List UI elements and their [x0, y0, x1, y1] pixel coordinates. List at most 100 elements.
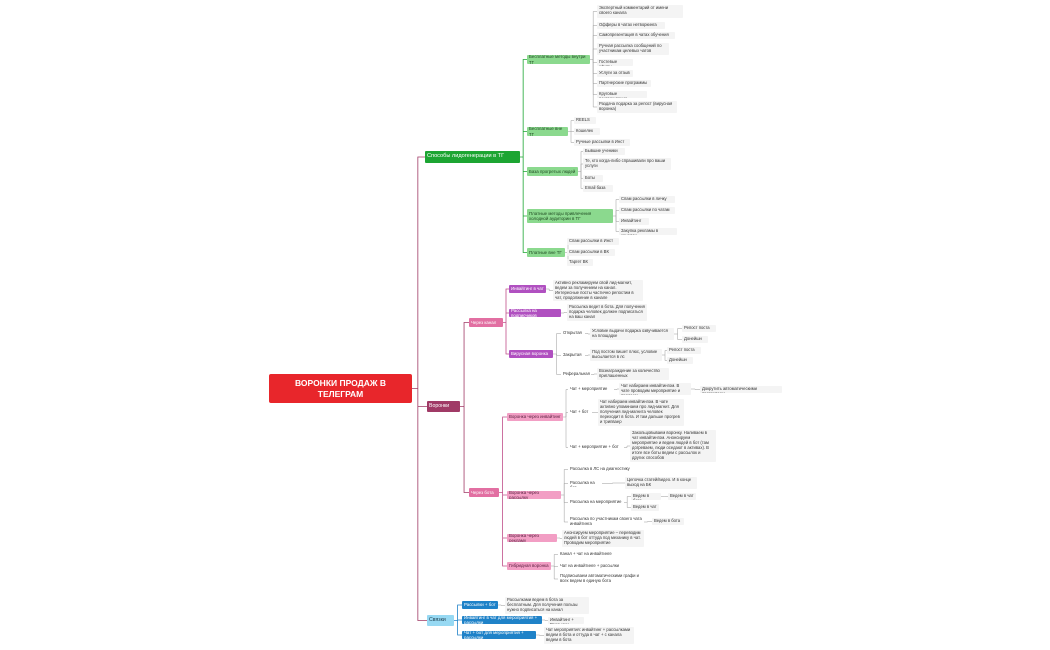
- viral-closed-item-0[interactable]: Репост поста: [667, 347, 701, 354]
- connector-funnels-via-channel: [503, 288, 509, 355]
- ways-warm-base[interactable]: База прогретых людей: [527, 167, 578, 176]
- viral-open[interactable]: Открытая: [563, 330, 582, 335]
- viral-open-item-0[interactable]: Репост поста: [682, 325, 716, 332]
- leaf-paid-inside-2[interactable]: Инвайтинг: [619, 218, 649, 225]
- connector-branch-links: [454, 604, 462, 636]
- leaf-free-inside-5[interactable]: Услуги за отзыв: [597, 70, 633, 77]
- leaf-free-outside-1[interactable]: Кошелек: [574, 128, 600, 135]
- viral-open-item-1[interactable]: Донейшн: [682, 336, 708, 343]
- connector-ways-warm-base: [578, 151, 583, 189]
- connector-branch-ways: [520, 59, 527, 253]
- connector-channel-invite: [546, 288, 553, 291]
- hybrid-item-0[interactable]: Канал + чат на инвайтинге: [560, 551, 612, 556]
- connector-mailing-item-1: [602, 482, 625, 484]
- mailing-item-1[interactable]: Рассылка на бот: [570, 480, 595, 487]
- leaf-free-inside-3[interactable]: Ручная рассылка сообщений по участникам …: [597, 43, 669, 55]
- leaf-free-outside-2[interactable]: Ручные рассылки в Инст: [574, 139, 630, 146]
- viral-open-text[interactable]: Условие выдачи подарка озвучивается на п…: [590, 328, 674, 340]
- hybrid-item-2[interactable]: Подписываем автоматическими графи и всех…: [560, 573, 639, 583]
- channel-mailing-text[interactable]: Рассылка ведет в бота. Для получения под…: [567, 304, 647, 321]
- leaf-free-inside-4[interactable]: Гостевые эфиры: [597, 59, 633, 66]
- ways-free-inside[interactable]: Бесплатные методы внутри ТГ: [527, 55, 590, 64]
- connector-link-0: [498, 604, 505, 606]
- connector-bot-hybrid: [551, 554, 558, 580]
- connector-mailing-item-3: [644, 521, 652, 523]
- bot-invite-funnel[interactable]: Воронка через инвайтинг: [507, 413, 563, 421]
- branch-ways[interactable]: Способы лидогенерации в ТГ: [425, 151, 520, 163]
- invite-chat-event[interactable]: Чат + мероприятие: [570, 386, 608, 391]
- leaf-paid-inside-3[interactable]: Закупка рекламы в каналах: [619, 228, 677, 235]
- connector-channel-viral: [553, 333, 561, 375]
- channel-invite-text[interactable]: Активно рекламируем свой лид-магнит, вед…: [553, 280, 643, 301]
- bot-hybrid[interactable]: Гибридная воронка: [507, 562, 551, 570]
- ways-free-outside[interactable]: Бесплатные вне ТГ: [527, 127, 568, 136]
- leaf-free-inside-1[interactable]: Офферы в чатах нетворкинга: [597, 22, 665, 29]
- link-2-text[interactable]: Чат мероприятия: инвайтинг + рассылками …: [544, 627, 634, 644]
- connector-invite-chat-event-text: [691, 388, 700, 390]
- link-1[interactable]: Инвайтинг в чат для мероприятия + рассыл…: [462, 616, 542, 624]
- leaf-free-outside-0[interactable]: REELS: [574, 117, 596, 124]
- leaf-warm-2[interactable]: Боты: [583, 175, 603, 182]
- leaf-free-inside-6[interactable]: Партнерские программы: [597, 80, 651, 87]
- mailing-item-0[interactable]: Рассылка в ЛС на диагностику: [570, 466, 630, 471]
- connector-link-2: [536, 634, 544, 636]
- connector-viral-open-text: [674, 328, 682, 340]
- connector-ways-paid-inside: [613, 199, 619, 232]
- connector-root-node: [412, 156, 427, 621]
- leaf-free-inside-0[interactable]: Экспертный комментарий от имени своего к…: [597, 5, 683, 18]
- viral-referral[interactable]: Реферальная: [563, 371, 590, 376]
- link-0-text[interactable]: Рассылками ведем в бота за бесплатным. Д…: [505, 597, 589, 614]
- leaf-warm-0[interactable]: Бывшие ученики: [583, 148, 625, 155]
- viral-closed-text[interactable]: Под постом пишет плюс, условие высылаетс…: [590, 349, 662, 361]
- leaf-free-inside-2[interactable]: Самопрезентация в чатах обучения: [597, 32, 675, 39]
- mailing-item-3[interactable]: Рассылка по участникам своего чата инвай…: [570, 516, 642, 526]
- mailing-event-next[interactable]: Ведем в чат: [668, 493, 696, 500]
- leaf-paid-outside-0[interactable]: Спам рассылки в Инст: [567, 238, 619, 245]
- invite-chat-event-text[interactable]: Чат набираем инвайтингом. В чате проводи…: [619, 383, 691, 395]
- leaf-paid-inside-0[interactable]: Спам рассылки в личку: [619, 196, 675, 203]
- viral-referral-text[interactable]: Вознаграждение за количество приглашенны…: [597, 368, 669, 380]
- bot-ads-funnel[interactable]: Воронка через рекламу: [507, 534, 557, 542]
- hybrid-item-1[interactable]: Чат на инвайтинге + рассылки: [560, 563, 619, 568]
- invite-chat-event-bot[interactable]: Чат + мероприятие + бот: [570, 444, 619, 449]
- invite-chat-event-next[interactable]: Докрутить автоматическими прогревами: [700, 386, 782, 393]
- mailing-event-item-1[interactable]: Ведем в чат: [631, 504, 659, 511]
- connector-bot-mailing-funnel: [561, 469, 568, 523]
- invite-chat-bot-text[interactable]: Чат набираем инвайтингом. В чате активно…: [598, 399, 684, 426]
- leaf-paid-outside-1[interactable]: Спам рассылки в ВК: [567, 249, 615, 256]
- connector-bot-invite-funnel: [563, 389, 568, 448]
- branch-links[interactable]: Связки: [427, 615, 454, 626]
- mailing-members-next[interactable]: Ведем в бота: [652, 518, 684, 525]
- leaf-paid-inside-1[interactable]: Спам рассылки по чатам: [619, 207, 675, 214]
- invite-chat-bot[interactable]: Чат + бот: [570, 409, 589, 414]
- link-2[interactable]: Чат + бот для мероприятия + рассылки: [462, 631, 536, 639]
- mailing-event-item-0[interactable]: Ведем в бота: [631, 493, 661, 500]
- leaf-warm-3[interactable]: Email база: [583, 185, 613, 192]
- root-node[interactable]: ВОРОНКИ ПРОДАЖ В ТЕЛЕГРАМ: [269, 374, 412, 403]
- bot-mailing-funnel[interactable]: Воронка через рассылку: [507, 491, 561, 499]
- connector-funnels-via-bot: [499, 416, 507, 567]
- leaf-paid-outside-2[interactable]: Таргет ВК: [567, 259, 593, 266]
- branch-funnels[interactable]: Воронки: [427, 401, 460, 412]
- funnels-via-channel[interactable]: Через канал: [469, 318, 503, 327]
- ways-paid-inside[interactable]: Платные методы привлечения холодной ауди…: [527, 209, 613, 223]
- channel-viral[interactable]: Вирусная воронка: [509, 350, 553, 358]
- mailing-item-2[interactable]: Рассылка на мероприятие: [570, 499, 622, 504]
- viral-closed[interactable]: Закрытая: [563, 352, 582, 357]
- link-0[interactable]: Рассылки + бот: [462, 601, 498, 609]
- leaf-warm-1[interactable]: Те, кто когда-либо спрашивали про ваши у…: [583, 158, 671, 170]
- link-1-text[interactable]: Инвайтинг + Рассылки: [548, 617, 584, 624]
- channel-invite[interactable]: Инвайтинг в чат: [509, 285, 546, 293]
- leaf-free-inside-7[interactable]: Круговые рекомендации: [597, 91, 647, 98]
- channel-mailing[interactable]: Рассылка на подписчиков: [509, 309, 561, 317]
- leaf-free-inside-8[interactable]: Раздача подарка за репост (вирусная воро…: [597, 101, 677, 113]
- funnels-via-bot[interactable]: Через бота: [469, 488, 499, 497]
- mailing-bot-text[interactable]: Цепочка статей/видео. И в конце выход на…: [625, 477, 697, 489]
- viral-closed-item-1[interactable]: Донейшн: [667, 357, 693, 364]
- ads-text[interactable]: Анонсируем мероприятие – переводим людей…: [562, 530, 644, 547]
- connector-ways-free-inside: [590, 11, 597, 108]
- connector-branch-funnels: [460, 322, 469, 493]
- ways-paid-outside[interactable]: Платные вне ТГ: [527, 248, 565, 257]
- invite-chat-event-bot-text[interactable]: Закольцовываем воронку. Наливаем в чат и…: [630, 430, 716, 462]
